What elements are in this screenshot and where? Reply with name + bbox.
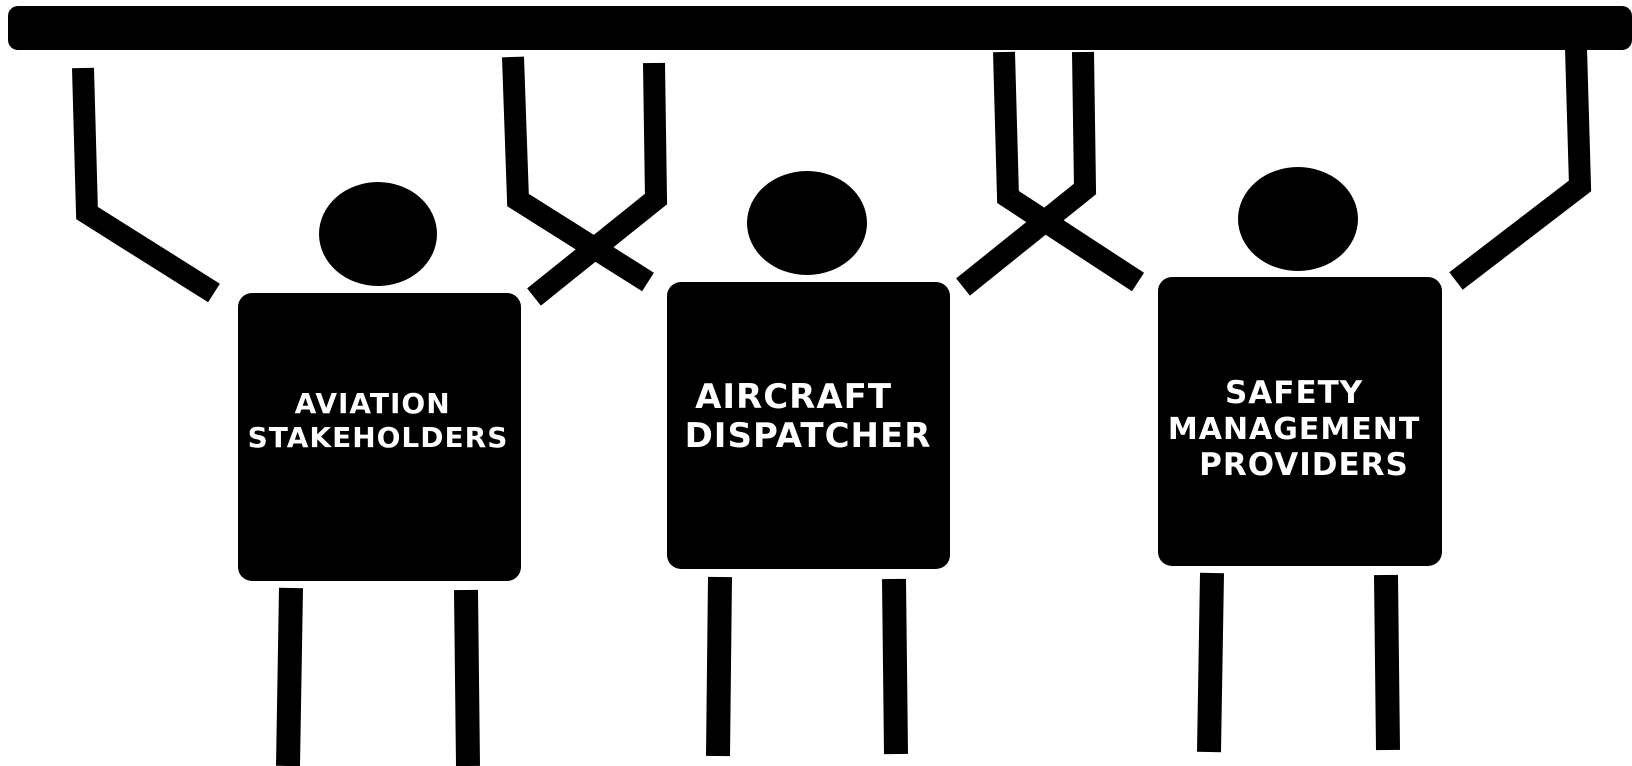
figure-1-label-line-2: STAKEHOLDERS [248, 421, 509, 454]
figure-1-label-line-1: AVIATION [295, 387, 451, 420]
figure-1-head [319, 182, 437, 286]
figure-2-right-leg [894, 579, 896, 754]
figure-3-right-arm [1456, 48, 1580, 281]
overhead-beam [8, 6, 1632, 50]
figure-1-left-leg [288, 588, 291, 766]
figure-3-left-leg [1209, 573, 1212, 752]
figure-safety-management-providers: SAFETY MANAGEMENT PROVIDERS [963, 48, 1580, 752]
figure-1-right-leg [466, 590, 468, 766]
figure-1-left-arm [83, 68, 214, 293]
figure-3-label-line-3: PROVIDERS [1199, 447, 1409, 483]
figure-2-left-leg [718, 577, 720, 756]
figure-3-left-arm [963, 52, 1085, 287]
figure-3-label-line-1: SAFETY [1225, 375, 1363, 411]
figure-2-head [747, 171, 867, 275]
figure-aircraft-dispatcher: AIRCRAFT DISPATCHER [534, 52, 1138, 756]
figure-2-left-arm [534, 63, 656, 297]
figure-3-head [1238, 167, 1358, 271]
figure-2-label-line-2: DISPATCHER [685, 416, 932, 456]
figure-aviation-stakeholders: AVIATION STAKEHOLDERS [83, 57, 648, 766]
figure-3-right-leg [1386, 575, 1388, 750]
figure-2-label-line-1: AIRCRAFT [695, 377, 892, 417]
figure-3-label-line-2: MANAGEMENT [1168, 412, 1420, 447]
figure-2-label: AIRCRAFT DISPATCHER [685, 377, 932, 456]
